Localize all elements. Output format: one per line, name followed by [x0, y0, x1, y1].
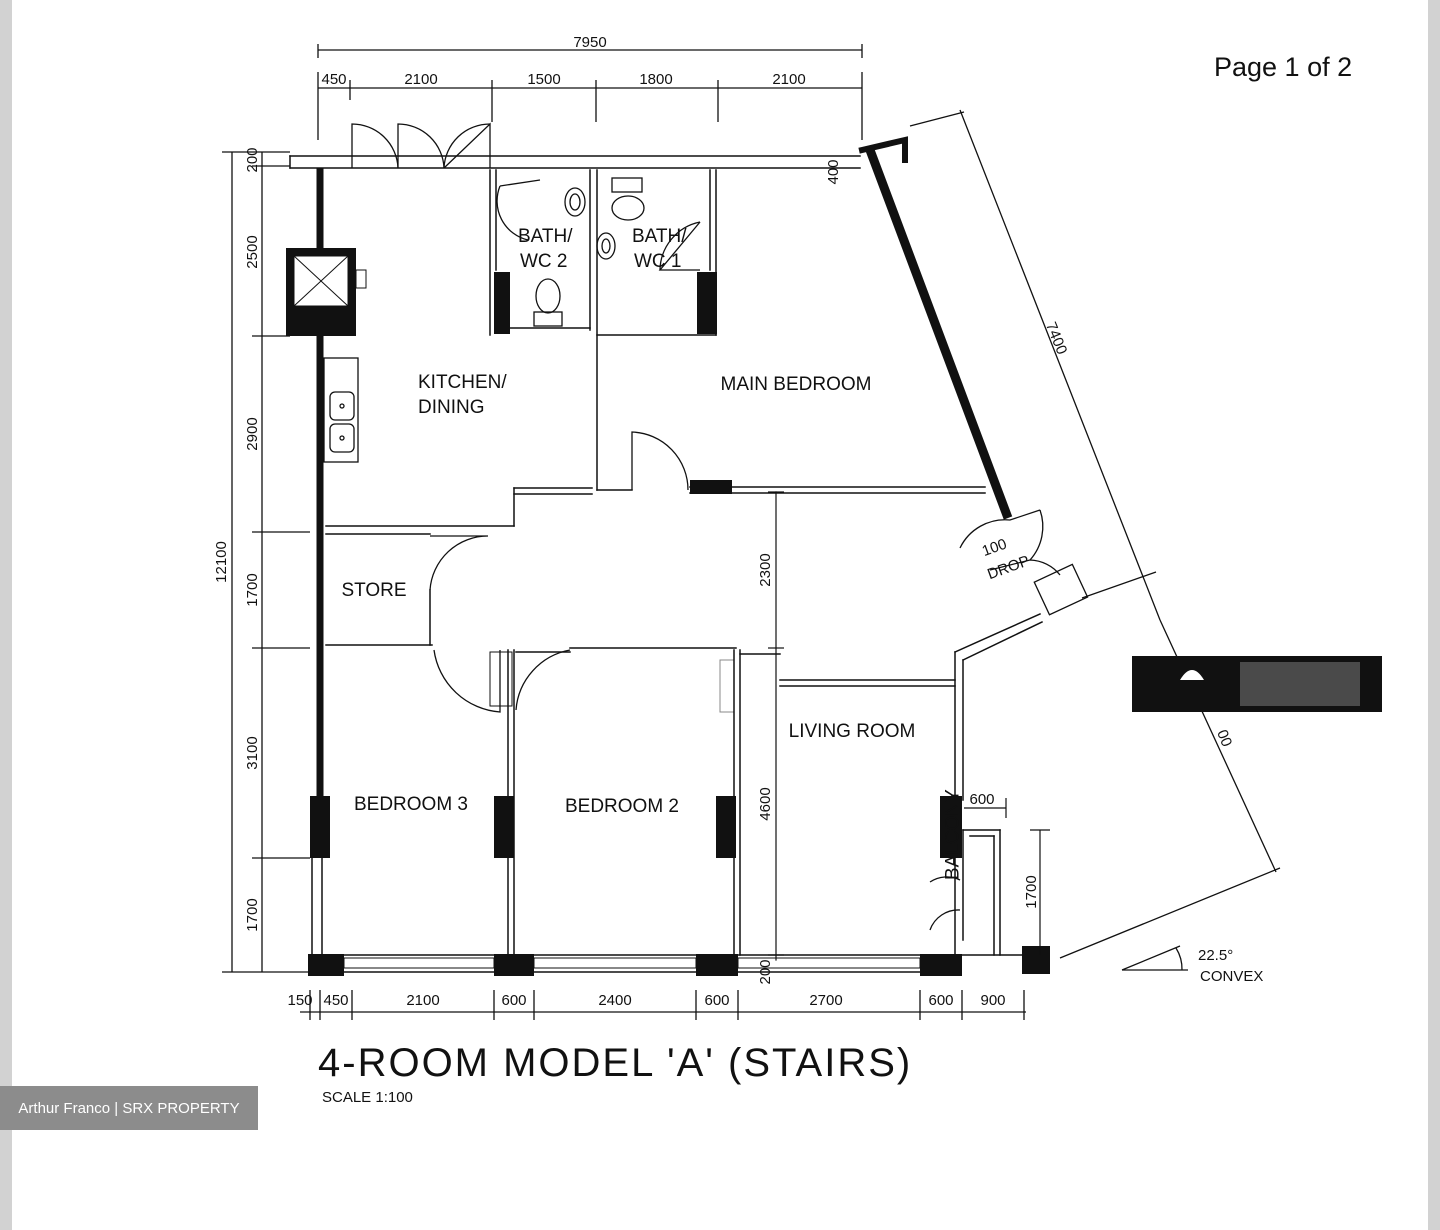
watermark-credit: Arthur Franco | SRX PROPERTY — [0, 1086, 258, 1130]
top-dimension-segment-3: 1500 — [527, 71, 560, 88]
store-label: STORE — [341, 580, 406, 601]
bottom-dimension-segment-1: 150 — [287, 992, 312, 1009]
top-dimension-segment-4: 1800 — [639, 71, 672, 88]
interior-dimension-ticks — [768, 491, 1050, 956]
bath2-label-line1: BATH/ — [518, 226, 573, 247]
bottom-dimension-segment-6: 600 — [704, 992, 729, 1009]
left-dimension-segment-5: 3100 — [244, 736, 261, 769]
external-feature-strip — [1132, 656, 1382, 712]
top-dimension-segment-5: 2100 — [772, 71, 805, 88]
kitchen-label-line2: DINING — [418, 397, 485, 418]
left-overall-dimension: 12100 — [213, 541, 230, 583]
floor-plan-sheet: Page 1 of 2 7950 450 2100 1500 1800 2100 — [12, 0, 1428, 1230]
bedroom2-label: BEDROOM 2 — [565, 796, 679, 817]
diagonal-dimension-upper: 7400 — [1042, 320, 1070, 357]
bottom-dimension-segment-4: 600 — [501, 992, 526, 1009]
convex-symbol — [1121, 945, 1188, 971]
left-dimension-segment-6: 1700 — [244, 898, 261, 931]
bath2-label-line2: WC 2 — [520, 251, 568, 272]
top-overall-dimension: 7950 — [573, 34, 606, 51]
bath-fixtures — [533, 177, 645, 327]
bedroom3-label: BEDROOM 3 — [354, 794, 468, 815]
structural-columns — [308, 272, 1050, 976]
balcony-width-dimension: 600 — [969, 791, 994, 808]
page-indicator: Page 1 of 2 — [1214, 52, 1353, 82]
left-dimension-segment-1: 200 — [244, 147, 261, 172]
bottom-dimension-segment-9: 900 — [980, 992, 1005, 1009]
top-dimension-segment-2: 2100 — [404, 71, 437, 88]
bath1-label-line2: WC 1 — [634, 251, 682, 272]
left-dimension-lines — [222, 151, 310, 973]
bottom-dimension-segment-5: 2400 — [598, 992, 631, 1009]
left-dimension-segment-4: 1700 — [244, 573, 261, 606]
top-dimension-segment-1: 450 — [321, 71, 346, 88]
kitchen-label-line1: KITCHEN/ — [418, 372, 507, 393]
living-room-label: LIVING ROOM — [789, 721, 916, 742]
kitchen-sink — [323, 357, 359, 463]
bottom-dimension-segment-8: 600 — [928, 992, 953, 1009]
doors — [351, 122, 1089, 931]
bottom-dimension-segment-7: 2700 — [809, 992, 842, 1009]
living-lower-dimension: 4600 — [757, 787, 774, 820]
living-upper-dimension: 2300 — [757, 553, 774, 586]
left-dimension-segment-3: 2900 — [244, 417, 261, 450]
windows — [343, 651, 921, 969]
diagonal-dimension-lower: 00 — [1213, 727, 1235, 749]
left-dimension-segment-2: 2500 — [244, 235, 261, 268]
bottom-dimension-segment-3: 2100 — [406, 992, 439, 1009]
diagonal-dimension-lines — [909, 109, 1281, 959]
bottom-dimension-segment-2: 450 — [323, 992, 348, 1009]
top-dimension-lines — [317, 44, 863, 140]
floor-plan-drawing: 7950 450 2100 1500 1800 2100 200 2500 29… — [213, 34, 1382, 1106]
plan-title: 4-ROOM MODEL 'A' (STAIRS) — [318, 1041, 912, 1085]
bath1-label-line1: BATH/ — [632, 226, 687, 247]
convex-angle: 22.5° — [1198, 947, 1233, 964]
bottom-dimension-lines — [300, 990, 1026, 1020]
walls — [289, 136, 1044, 973]
balcony-height-dimension: 1700 — [1023, 875, 1040, 908]
plan-scale: SCALE 1:100 — [322, 1089, 413, 1106]
top-right-dimension: 400 — [825, 159, 842, 184]
main-bedroom-label: MAIN BEDROOM — [721, 374, 872, 395]
bottom-living-dimension: 200 — [757, 959, 774, 984]
drop-label-value: 100 — [980, 536, 1009, 561]
convex-label: CONVEX — [1200, 968, 1263, 985]
service-shaft — [286, 248, 367, 336]
balcony-label: BALCONY — [943, 789, 964, 880]
